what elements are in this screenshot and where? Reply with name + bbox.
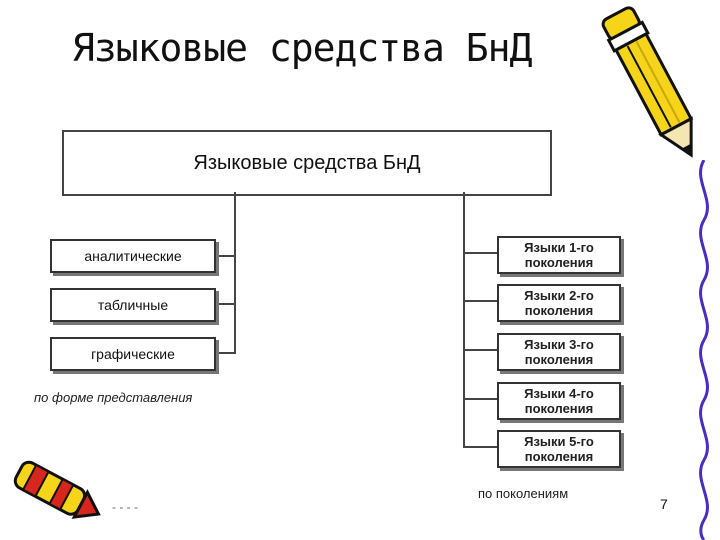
right-box-gen-1-line2: поколения (524, 255, 594, 270)
pencil-icon (601, 6, 694, 158)
crayon-icon (13, 460, 101, 519)
footer-dots: - - - - (112, 500, 138, 514)
right-box-gen-5-line2: поколения (524, 449, 594, 464)
left-branch-3 (212, 352, 236, 354)
right-branch-3 (463, 349, 497, 351)
right-group-caption: по поколениям (478, 486, 569, 501)
slide-title: Языковые средства БнД (72, 26, 532, 70)
left-branch-2 (212, 303, 236, 305)
right-box-gen-4-line2: поколения (524, 401, 594, 416)
wavy-line-decoration (699, 160, 709, 540)
right-box-gen-2-line2: поколения (524, 303, 594, 318)
diagram-root-box: Языковые средства БнД (62, 130, 552, 196)
pencil-tip (658, 116, 693, 158)
left-trunk-line (234, 192, 236, 354)
right-branch-2 (463, 300, 497, 302)
page-number: 7 (660, 496, 668, 512)
right-trunk-line (463, 192, 465, 448)
left-box-graphical: графические (50, 337, 216, 371)
left-group-caption: по форме представления (34, 390, 193, 405)
right-box-gen-5-line1: Языки 5-го (524, 434, 594, 449)
right-branch-4 (463, 398, 497, 400)
left-box-analytical: аналитические (50, 239, 216, 273)
right-branch-5 (463, 446, 497, 448)
pencil-body (614, 31, 694, 137)
right-branch-1 (463, 252, 497, 254)
left-branch-1 (212, 255, 236, 257)
right-box-gen-3-line2: поколения (524, 352, 594, 367)
right-box-gen-1-line1: Языки 1-го (524, 240, 594, 255)
left-box-tabular: табличные (50, 288, 216, 322)
right-box-gen-3-line1: Языки 3-го (524, 337, 594, 352)
right-box-gen-4-line1: Языки 4-го (524, 386, 594, 401)
right-box-gen-2-line1: Языки 2-го (524, 288, 594, 303)
